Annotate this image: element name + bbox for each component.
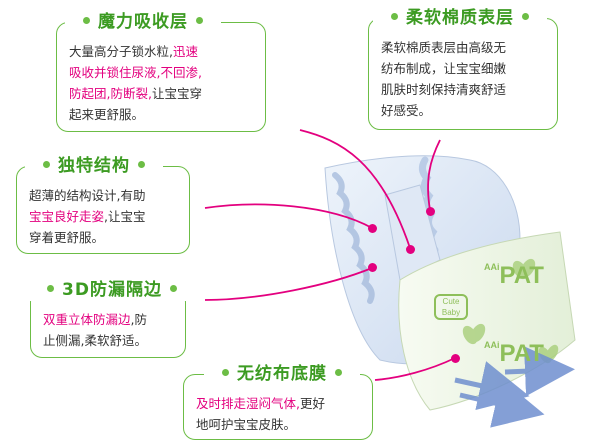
desc-text: 纺布制成，让宝宝细嫩 xyxy=(381,61,507,76)
feature-title-text: 无纺布底膜 xyxy=(237,364,327,384)
leak-guard xyxy=(332,172,375,304)
feature-absorb-layer: 魔力吸收层 大量高分子锁水粒,迅速吸收并锁住尿液,不回渗, 防起团,防断裂,让宝宝… xyxy=(56,11,266,132)
title-dot xyxy=(222,368,229,376)
desc-line: 双重立体防漏边,防 xyxy=(43,309,177,330)
desc-line: 超薄的结构设计,有助 xyxy=(29,185,181,206)
title-dot xyxy=(169,284,177,292)
title-dot xyxy=(47,284,54,292)
title-dot xyxy=(83,16,90,24)
desc-highlight: 吸收并锁住尿液,不回渗, xyxy=(69,65,202,80)
desc-highlight: 防起团,防断裂, xyxy=(69,86,152,101)
feature-cotton-layer: 柔软棉质表层 柔软棉质表层由高级无纺布制成，让宝宝细嫩肌肤时刻保持清爽舒适好感受… xyxy=(368,7,558,130)
feature-title: 独特结构 xyxy=(25,155,163,177)
feature-desc: 大量高分子锁水粒,迅速吸收并锁住尿液,不回渗,防起团,防断裂,让宝宝穿起来更舒服… xyxy=(69,41,257,125)
dot-film xyxy=(451,354,460,363)
desc-line: 纺布制成，让宝宝细嫩 xyxy=(381,58,549,79)
connector-film xyxy=(374,357,456,381)
desc-highlight: 宝宝良好走姿 xyxy=(29,209,105,224)
title-dot xyxy=(138,160,145,168)
feature-title: 魔力吸收层 xyxy=(65,11,221,33)
feature-title-text: 柔软棉质表层 xyxy=(406,8,514,28)
desc-line: 止侧漏,柔软舒适。 xyxy=(43,330,177,351)
desc-text: 止侧漏,柔软舒适。 xyxy=(43,333,147,348)
brand-logo-lower: AAiPAT xyxy=(484,340,544,368)
feature-title: 无纺布底膜 xyxy=(204,363,360,385)
brand-logo-lower-prefix: AAi xyxy=(484,340,500,350)
desc-text: 大量高分子锁水粒, xyxy=(69,44,173,59)
desc-text: 起来更舒服。 xyxy=(69,107,145,122)
desc-line: 防起团,防断裂,让宝宝穿 xyxy=(69,83,257,104)
desc-text: 柔软棉质表层由高级无 xyxy=(381,40,507,55)
feature-desc: 超薄的结构设计,有助宝宝良好走姿,让宝宝穿着更舒服。 xyxy=(29,185,181,248)
title-dot xyxy=(196,16,203,24)
title-dot xyxy=(43,160,50,168)
desc-line: 穿着更舒服。 xyxy=(29,227,181,248)
desc-text: 超薄的结构设计,有助 xyxy=(29,188,146,203)
badge-bottom: Baby xyxy=(441,308,461,317)
feature-title-text: 独特结构 xyxy=(58,156,130,176)
desc-text: 肌肤时刻保持清爽舒适 xyxy=(381,82,507,97)
feature-title: 柔软棉质表层 xyxy=(373,7,547,29)
connector-absorb xyxy=(299,129,411,249)
desc-highlight: 迅速 xyxy=(172,44,198,59)
desc-text: ,让宝宝 xyxy=(104,209,146,224)
dot-cotton xyxy=(426,207,435,216)
brand-logo-prefix: AAi xyxy=(484,262,500,272)
title-dot xyxy=(335,368,342,376)
cute-baby-badge: Cute Baby xyxy=(434,294,468,320)
desc-line: 好感受。 xyxy=(381,100,549,121)
feature-structure: 独特结构 超薄的结构设计,有助宝宝良好走姿,让宝宝穿着更舒服。 xyxy=(16,155,190,254)
desc-line: 及时排走湿闷气体,更好 xyxy=(196,393,364,414)
title-dot xyxy=(522,12,529,20)
connector-cotton xyxy=(427,139,441,211)
desc-line: 柔软棉质表层由高级无 xyxy=(381,37,549,58)
desc-text: 穿着更舒服。 xyxy=(29,230,105,245)
desc-text: 好感受。 xyxy=(381,103,432,118)
desc-text: ,防 xyxy=(130,312,147,327)
title-dot xyxy=(391,12,398,20)
feature-title-text: 3D防漏隔边 xyxy=(62,280,162,300)
feature-desc: 柔软棉质表层由高级无纺布制成，让宝宝细嫩肌肤时刻保持清爽舒适好感受。 xyxy=(381,37,549,121)
desc-highlight: 双重立体防漏边 xyxy=(43,312,131,327)
badge-top: Cute xyxy=(442,297,460,306)
brand-logo-text: PAT xyxy=(499,262,544,289)
desc-line: 起来更舒服。 xyxy=(69,104,257,125)
desc-line: 肌肤时刻保持清爽舒适 xyxy=(381,79,549,100)
desc-line: 地呵护宝宝皮肤。 xyxy=(196,414,364,435)
desc-text: 更好 xyxy=(299,396,325,411)
desc-text: 地呵护宝宝皮肤。 xyxy=(196,417,297,432)
brand-logo-lower-text: PAT xyxy=(499,340,544,367)
connector-structure xyxy=(204,203,373,229)
desc-line: 大量高分子锁水粒,迅速 xyxy=(69,41,257,62)
feature-desc: 双重立体防漏边,防止侧漏,柔软舒适。 xyxy=(43,309,177,351)
desc-line: 宝宝良好走姿,让宝宝 xyxy=(29,206,181,227)
feature-desc: 及时排走湿闷气体,更好地呵护宝宝皮肤。 xyxy=(196,393,364,435)
desc-highlight: 及时排走湿闷气体, xyxy=(196,396,300,411)
dot-leakguard xyxy=(368,263,377,272)
connector-leakguard xyxy=(204,267,373,301)
brand-logo: AAiPAT xyxy=(484,262,544,290)
feature-title: 3D防漏隔边 xyxy=(29,279,195,301)
feature-3d-leakguard: 3D防漏隔边 双重立体防漏边,防止侧漏,柔软舒适。 xyxy=(29,279,195,358)
dot-absorb xyxy=(406,245,415,254)
feature-title-text: 魔力吸收层 xyxy=(98,12,188,32)
feature-nonwoven-film: 无纺布底膜 及时排走湿闷气体,更好地呵护宝宝皮肤。 xyxy=(183,363,373,440)
desc-line: 吸收并锁住尿液,不回渗, xyxy=(69,62,257,83)
desc-text: 让宝宝穿 xyxy=(151,86,202,101)
dot-structure xyxy=(368,224,377,233)
